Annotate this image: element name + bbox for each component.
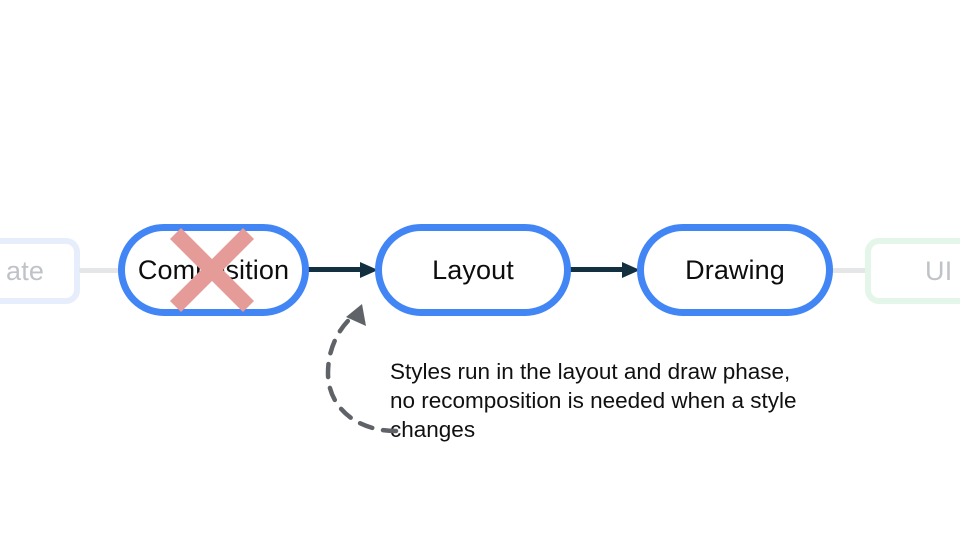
arrow-layout-to-drawing — [569, 262, 640, 278]
side-node-ui-label: UI — [925, 255, 953, 286]
composition-skipped-cross-icon — [168, 226, 256, 314]
side-node-state: ate — [0, 238, 80, 304]
phase-node-drawing-label: Drawing — [685, 254, 785, 285]
side-node-state-label: ate — [6, 255, 45, 286]
phase-node-layout[interactable]: Layout — [375, 224, 571, 316]
connector-drawing-to-ui — [830, 268, 872, 273]
connector-state-to-composition — [79, 268, 121, 273]
arrow-head — [360, 262, 378, 278]
arrow-shaft — [569, 267, 624, 272]
arrow-head — [622, 262, 640, 278]
caption-text: Styles run in the layout and draw phase,… — [390, 359, 797, 442]
callout-curved-dashed-arrow-icon — [310, 295, 420, 440]
phase-node-drawing[interactable]: Drawing — [637, 224, 833, 316]
side-node-ui: UI — [865, 238, 960, 304]
arrow-shaft — [308, 267, 362, 272]
arrow-composition-to-layout — [308, 262, 378, 278]
phase-node-layout-label: Layout — [432, 254, 514, 285]
